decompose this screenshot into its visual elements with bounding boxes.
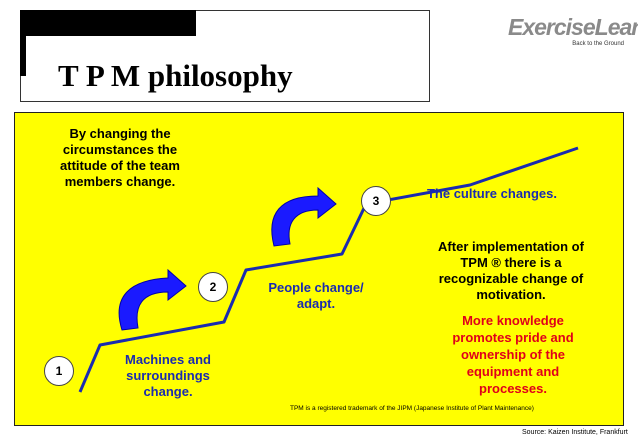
intro-text: By changing the circumstances the attitu… — [60, 126, 180, 189]
trademark-note: TPM is a registered trademark of the JIP… — [290, 405, 534, 412]
step-2-label: People change/ adapt. — [268, 280, 364, 311]
logo-wordmark: ExerciseLean — [508, 14, 638, 40]
title-accent-bar — [20, 10, 196, 36]
logo-tagline: Back to the Ground — [572, 41, 624, 47]
source-credit: Source: Kaizen Institute, Frankfurt — [522, 429, 628, 436]
step-1-circle: 1 — [44, 356, 74, 386]
curved-arrow-icon — [271, 186, 337, 247]
step-1-label: Machines and surroundings change. — [125, 352, 211, 399]
step-2-circle: 2 — [198, 272, 228, 302]
staircase-line — [78, 146, 579, 393]
implementation-text: After implementation of TPM ® there is a… — [438, 239, 584, 302]
knowledge-text: More knowledge promotes pride and owners… — [452, 313, 574, 396]
step-3-label: The culture changes. — [426, 186, 558, 201]
diagram-panel — [14, 112, 624, 426]
exerciselean-logo: ExerciseLean Back to the Ground — [508, 14, 638, 47]
curved-arrow-icon — [118, 268, 187, 331]
title-accent-bar-side — [20, 36, 26, 76]
step-3-circle: 3 — [361, 186, 391, 216]
page-title: T P M philosophy — [58, 58, 293, 93]
